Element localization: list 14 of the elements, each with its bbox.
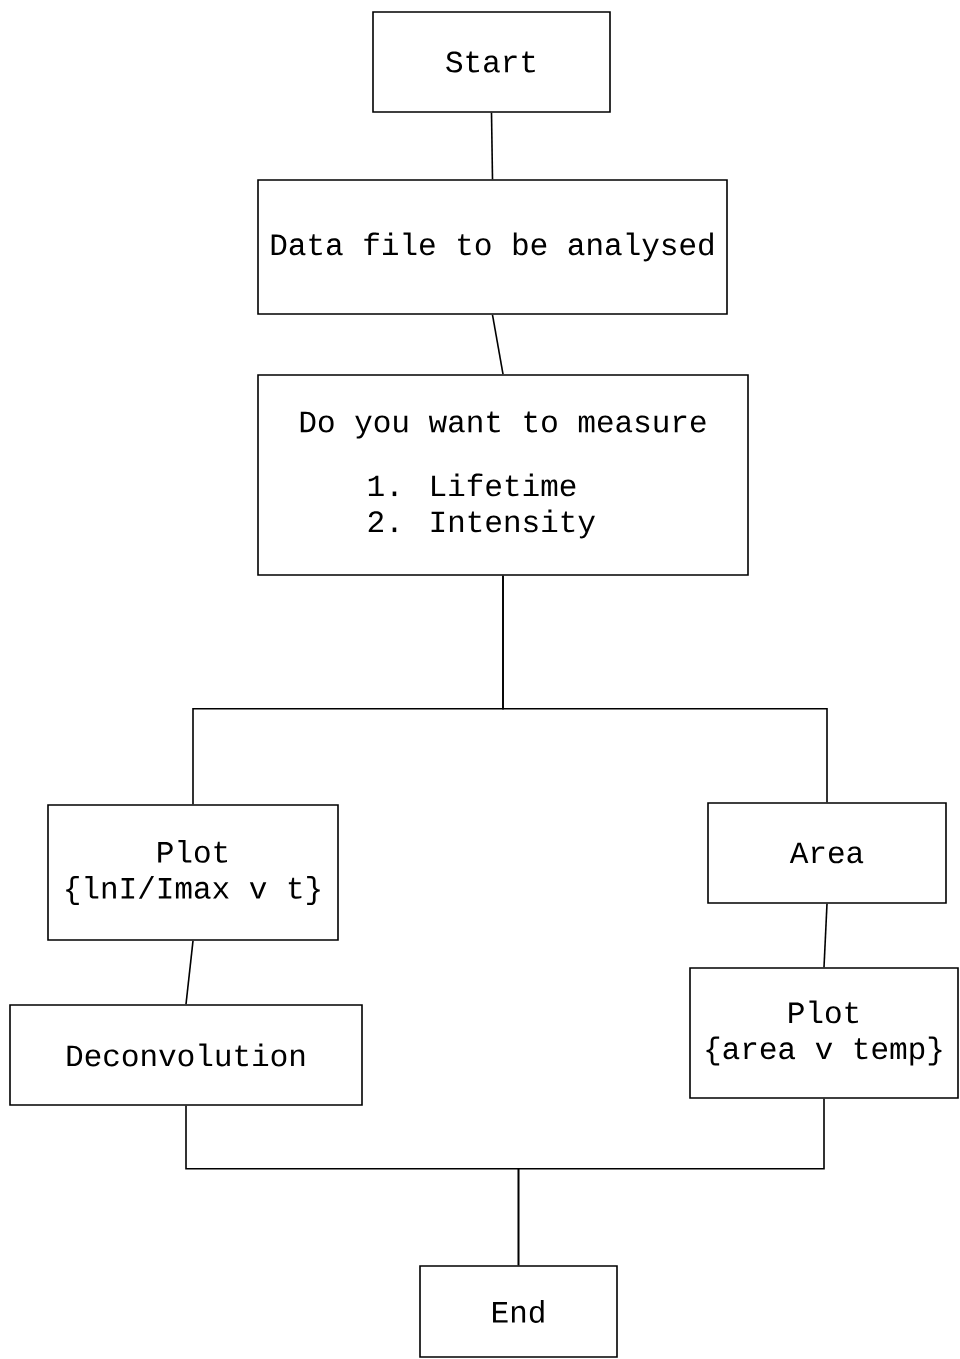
connector-line: [517, 1098, 825, 1266]
connector-line: [502, 575, 828, 803]
connector-line: [491, 314, 504, 375]
terminal-box: End: [419, 1265, 618, 1358]
process-box: Plot {area v temp}: [689, 967, 959, 1099]
connector-line: [185, 940, 194, 1005]
question-box: Do you want to measure 1. Lifetime 2. Intensity: [257, 374, 749, 576]
process-box: Plot {lnI/Imax v t}: [47, 804, 339, 941]
process-box: Data file to be analysed: [257, 179, 728, 315]
connector-line: [823, 903, 828, 968]
process-box: Area: [707, 802, 947, 904]
process-box: Deconvolution: [9, 1004, 363, 1106]
terminal-box: Start: [372, 11, 611, 113]
connector-line: [490, 112, 494, 180]
